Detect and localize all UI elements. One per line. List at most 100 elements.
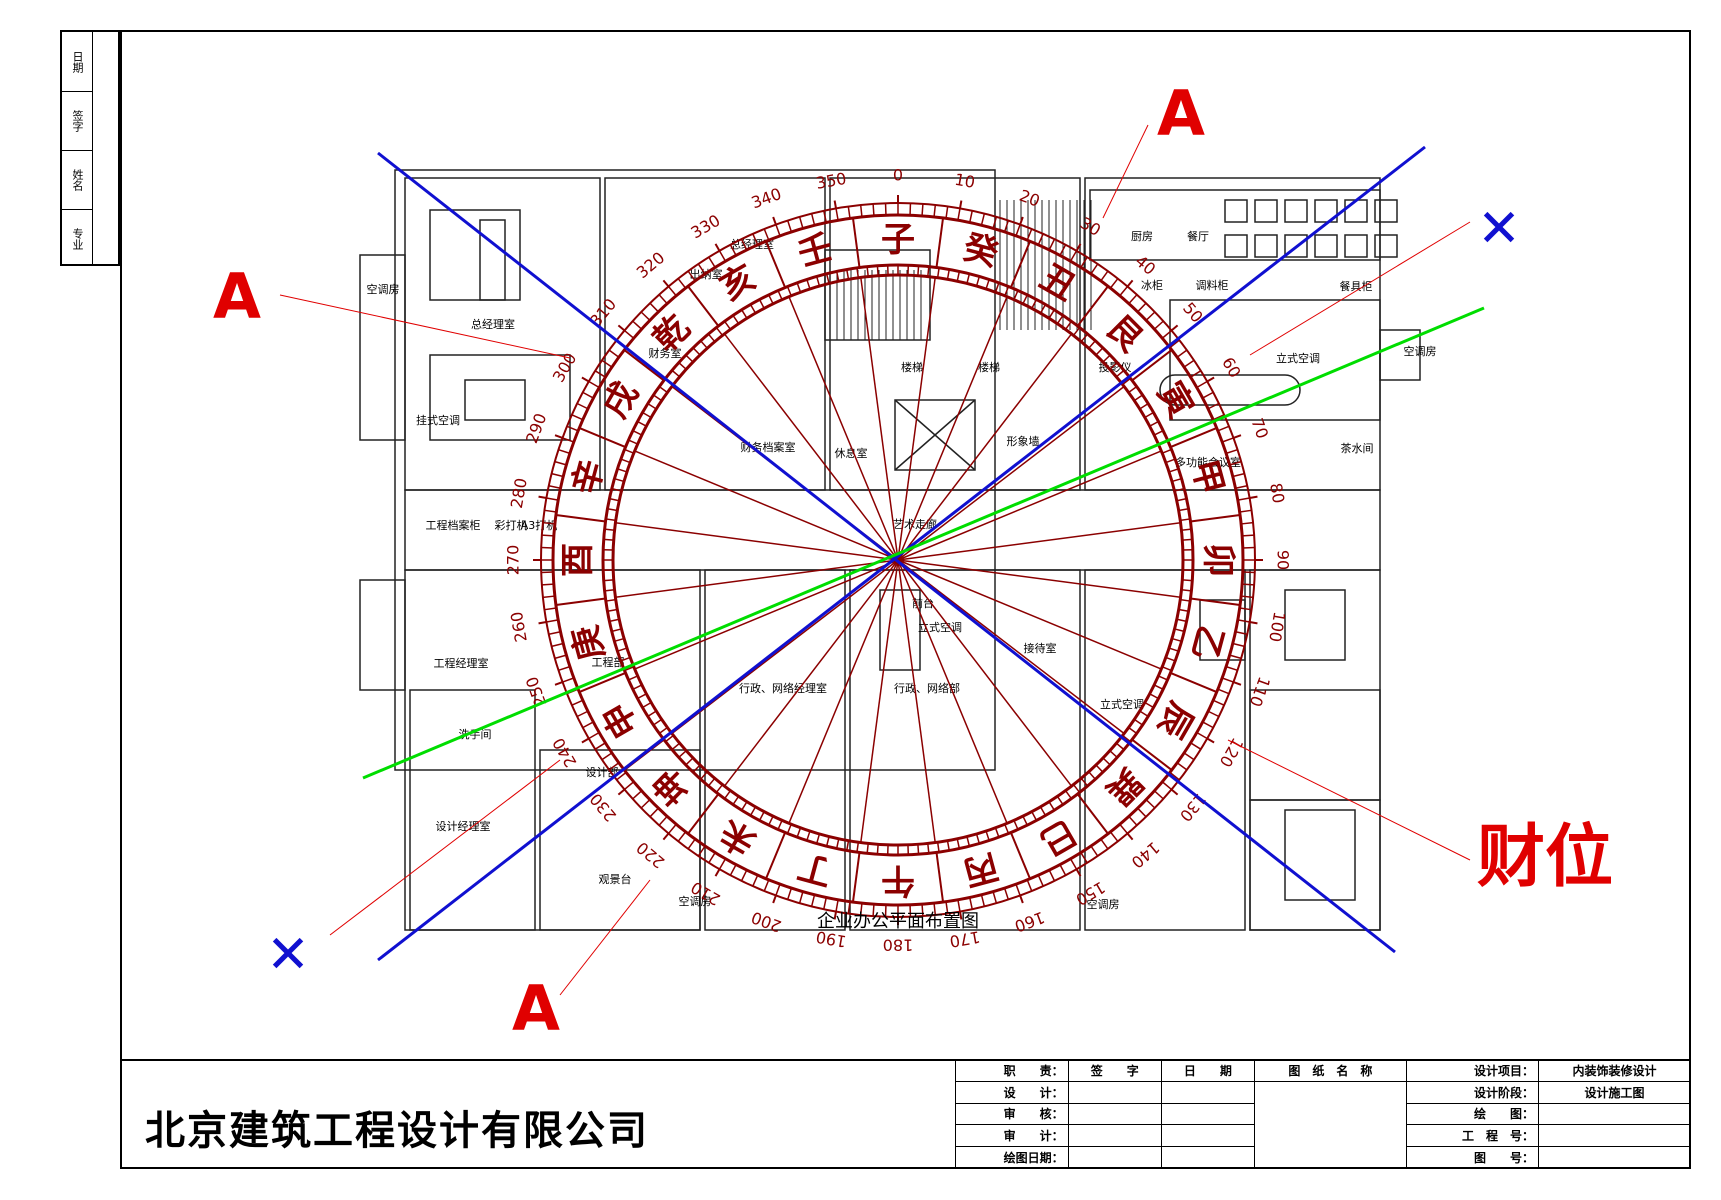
tb-cell: 设计阶段：: [1405, 1080, 1540, 1104]
compass-tick: [968, 897, 973, 910]
compass-tick: [835, 271, 840, 282]
sector-divider: [1190, 513, 1241, 523]
sector-divider: [851, 217, 861, 268]
compass-tick: [1158, 675, 1168, 681]
sector-ray: [671, 559, 899, 735]
compass-tick: [667, 286, 677, 297]
compass-tick: [611, 487, 622, 492]
mountain-label: 卯: [1198, 543, 1238, 577]
room-label: 洗手间: [459, 727, 492, 741]
compass-tick: [1237, 497, 1250, 501]
compass-tick: [1171, 637, 1182, 643]
compass-tick: [994, 282, 1000, 293]
wall: [1169, 299, 1381, 421]
compass-tick: [1137, 807, 1147, 818]
compass-tick: [562, 677, 575, 683]
wall: [359, 254, 406, 441]
meeting-table: [1159, 374, 1301, 406]
degree-label: 180: [883, 936, 914, 955]
wall: [539, 749, 701, 931]
compass-tick: [608, 349, 620, 358]
tb-cell: 绘 图：: [1405, 1102, 1540, 1126]
compass-tick: [671, 742, 681, 751]
dining-chair: [1254, 234, 1278, 258]
room-label: 设计经理室: [436, 819, 491, 833]
compass-tick: [1237, 619, 1250, 623]
compass-major-tick: [833, 911, 837, 920]
compass-tick: [1109, 831, 1119, 842]
compass-tick: [1153, 684, 1164, 690]
compass-tick: [1145, 799, 1156, 809]
compass-tick: [1048, 238, 1056, 251]
compass-tick: [768, 294, 774, 305]
compass-tick: [1100, 838, 1109, 850]
compass-tick: [859, 903, 863, 916]
compass-tick: [700, 771, 708, 780]
compass-tick: [1235, 485, 1248, 490]
compass-tick: [872, 904, 875, 917]
compass-tick: [620, 458, 631, 464]
compass-tick: [632, 684, 643, 690]
company-name: 北京建筑工程设计有限公司: [145, 1108, 649, 1154]
compass-tick: [945, 206, 949, 219]
compass-tick: [1056, 795, 1064, 805]
compass-tick: [1174, 628, 1185, 633]
title-block-grid: 职 责： 签 字 日 期 图 纸 名 称 设计项目： 内装饰装修设计 设 计： …: [955, 1059, 1691, 1170]
bed: [1284, 809, 1356, 901]
compass-tick: [1128, 385, 1138, 394]
compass-tick: [927, 843, 930, 854]
tb-cell: [1160, 1102, 1255, 1126]
compass-tick: [582, 391, 594, 399]
compass-major-tick: [1233, 434, 1242, 439]
wall: [429, 209, 521, 301]
compass-tick: [1037, 874, 1044, 887]
mountain-label: 午: [881, 860, 915, 900]
compass-tick: [708, 852, 716, 864]
compass-tick: [1178, 608, 1189, 612]
room-label: 楼梯: [978, 360, 1000, 374]
compass-tick: [985, 830, 990, 841]
room-label: 工程部: [592, 655, 625, 669]
compass-tick: [1242, 534, 1255, 537]
tb-cell: [1067, 1146, 1162, 1169]
compass-tick: [1004, 286, 1010, 297]
sector-divider: [935, 217, 945, 268]
compass-tick: [649, 302, 659, 313]
tb-cell: [1067, 1102, 1162, 1126]
compass-tick: [1171, 477, 1182, 483]
compass-tick: [917, 844, 920, 855]
compass-tick: [637, 420, 647, 427]
sector-divider: [1131, 738, 1173, 771]
compass-major-tick: [617, 324, 626, 332]
compass-tick: [823, 210, 828, 223]
compass-tick: [846, 840, 850, 851]
compass-tick: [541, 534, 554, 537]
sector-ray: [860, 277, 899, 561]
room-label: 空调房: [1087, 897, 1120, 911]
compass-tick: [1026, 228, 1033, 241]
x-marker: ✕: [266, 925, 310, 985]
compass-tick: [544, 607, 557, 611]
compass-tick: [975, 276, 981, 287]
tb-cell: 审 核：: [955, 1102, 1069, 1126]
compass-tick: [729, 864, 737, 876]
compass-tick: [614, 637, 625, 643]
tb-cell: 签 字: [1067, 1059, 1162, 1082]
compass-tick: [723, 320, 732, 330]
compass-tick: [594, 742, 606, 750]
compass-tick: [708, 256, 716, 268]
compass-tick: [1013, 820, 1019, 830]
sector-divider: [555, 597, 606, 607]
compass-tick: [956, 271, 961, 282]
compass-tick: [1165, 656, 1176, 662]
pointer-line: [1227, 739, 1471, 861]
sector-ray: [897, 559, 936, 843]
compass-tick: [1180, 518, 1191, 522]
compass-tick: [687, 270, 696, 282]
compass-tick: [1059, 244, 1067, 256]
compass-tick: [647, 710, 657, 717]
compass-tick: [866, 843, 869, 854]
compass-tick: [946, 840, 950, 851]
a-marker: A: [213, 260, 261, 333]
compass-tick: [1080, 777, 1089, 787]
